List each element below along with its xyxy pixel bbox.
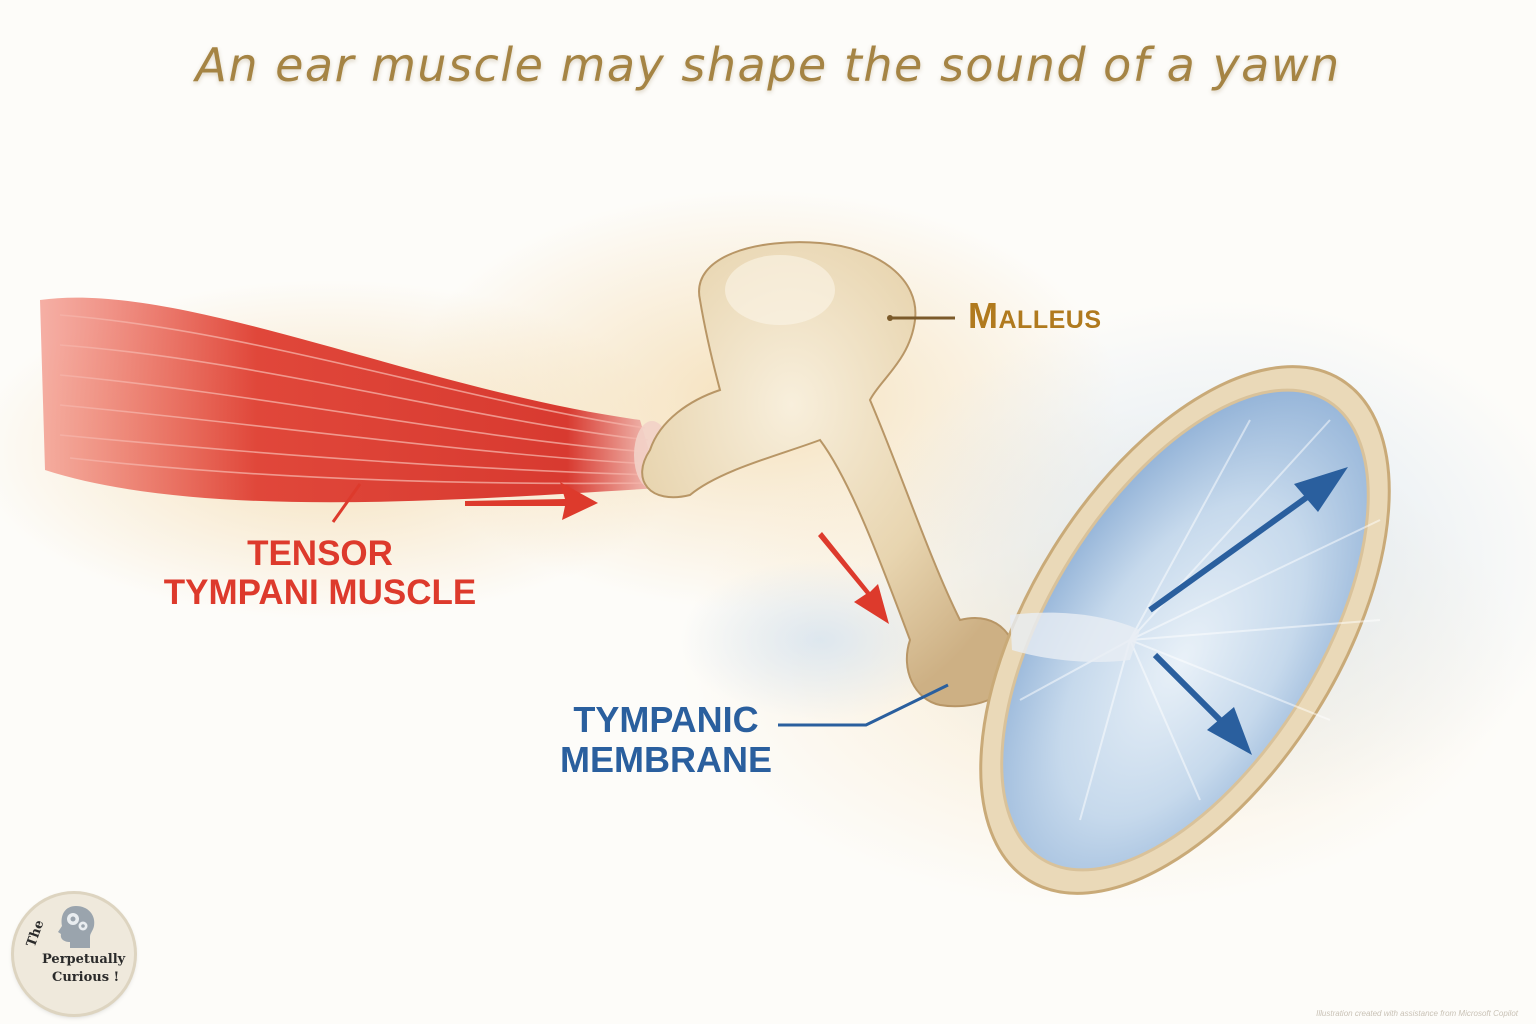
tympanic-membrane-label-line1: TYMPANIC (573, 699, 759, 740)
red-arrow-diagonal (818, 532, 889, 624)
logo-curious-text: Curious ! (52, 970, 120, 985)
tensor-tympani-label: TENSOR TYMPANI MUSCLE (160, 534, 480, 612)
blue-arrow-down (1152, 652, 1252, 755)
perpetually-curious-logo: The Perpetually Curious ! (14, 894, 134, 1014)
head-gears-icon (58, 906, 95, 948)
logo-perpetually-text: Perpetually (42, 952, 126, 967)
malleus-label: Malleus (968, 295, 1102, 336)
red-arrow-horizontal (465, 482, 598, 520)
malleus-bone (641, 241, 1017, 708)
logo-the-text: The (24, 918, 48, 950)
tympanic-membrane (979, 365, 1391, 895)
malleus-leader-line (887, 315, 955, 321)
tensor-tympani-label-line2: TYMPANI MUSCLE (163, 573, 477, 613)
muscle-leader-line (331, 483, 362, 523)
tympanic-membrane-label-line2: MEMBRANE (560, 739, 772, 781)
credit-note: Illustration created with assistance fro… (1316, 1009, 1518, 1018)
blue-arrow-up (1148, 467, 1348, 613)
membrane-leader-line (778, 683, 949, 727)
page-title: An ear muscle may shape the sound of a y… (195, 38, 1341, 92)
tensor-tympani-muscle (40, 297, 670, 503)
tensor-tympani-label-line1: TENSOR (247, 534, 393, 573)
tympanic-membrane-label: TYMPANIC MEMBRANE (556, 699, 776, 781)
